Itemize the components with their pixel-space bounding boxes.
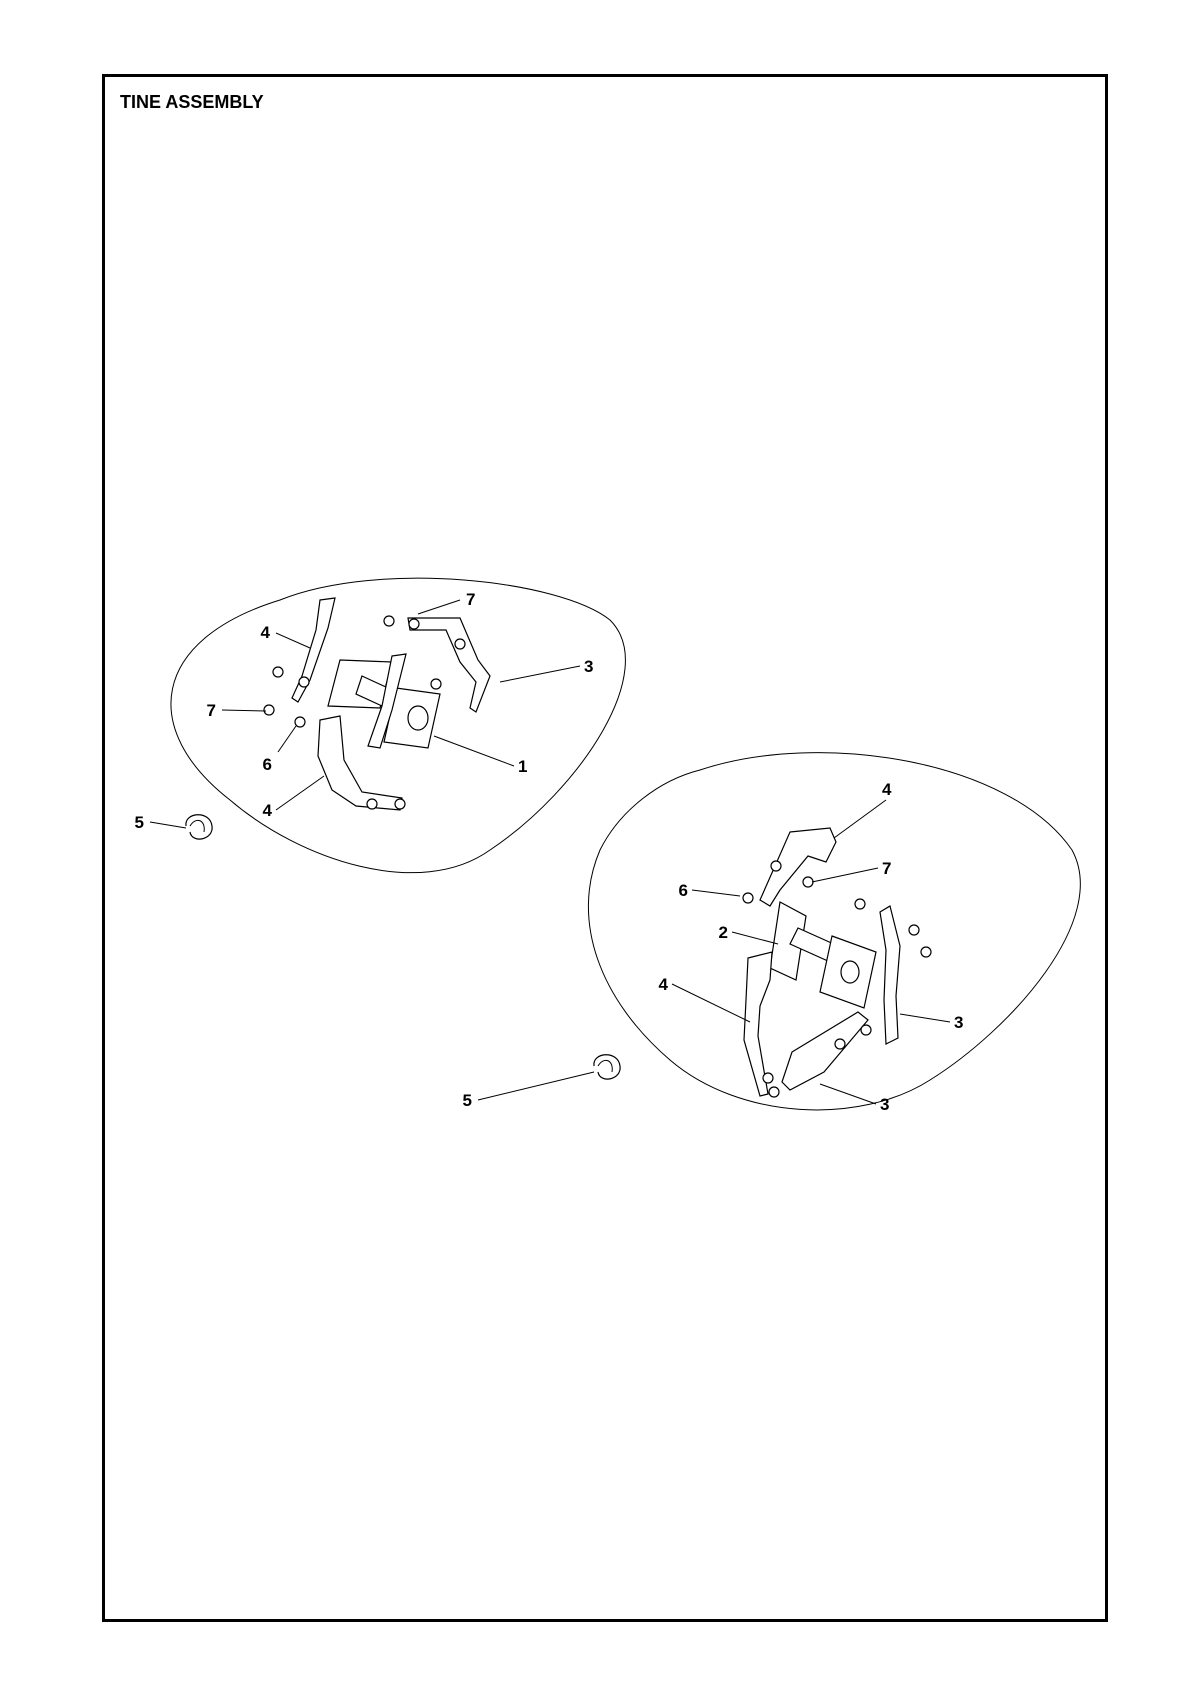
callout-left-bolt-top: 7 — [466, 590, 475, 609]
callout-left-bolt-left: 7 — [207, 701, 216, 720]
tine-middle — [367, 653, 407, 749]
clip-right — [593, 1054, 621, 1080]
left-assembly-outline — [170, 577, 626, 874]
callout-left-tine-right: 3 — [584, 657, 593, 676]
callout-right-clip: 5 — [463, 1091, 472, 1110]
tine-bottom-r — [781, 1011, 869, 1091]
right-tine-assembly: 4 7 6 2 4 3 3 5 — [463, 752, 1081, 1114]
callout-right-tine-right: 3 — [954, 1013, 963, 1032]
right-assembly-outline — [587, 752, 1081, 1111]
tine-top-left — [291, 597, 336, 703]
callout-left-tine-top: 4 — [261, 623, 271, 642]
callout-left-tine-bottom: 4 — [263, 801, 273, 820]
clip-left — [185, 814, 213, 840]
left-tine-assembly: 4 7 3 7 1 6 4 5 — [135, 577, 626, 874]
callout-right-tine-bottom: 3 — [880, 1095, 889, 1114]
callout-right-tine-left: 4 — [659, 975, 669, 994]
callout-right-tine-top: 4 — [882, 780, 892, 799]
callout-left-shaft: 1 — [518, 757, 527, 776]
callout-left-clip: 5 — [135, 813, 144, 832]
shaft-right — [769, 901, 877, 1009]
callout-left-nut: 6 — [263, 755, 272, 774]
callout-right-shaft: 2 — [719, 923, 728, 942]
callout-right-bolt: 7 — [882, 859, 891, 878]
page-border — [102, 74, 1108, 1622]
tine-right-r — [879, 905, 901, 1045]
callout-right-nut: 6 — [679, 881, 688, 900]
page-title: TINE ASSEMBLY — [120, 92, 264, 112]
tine-top — [759, 827, 837, 907]
right-fasteners — [742, 860, 932, 1098]
tine-right — [407, 617, 491, 713]
left-fasteners — [263, 615, 466, 810]
